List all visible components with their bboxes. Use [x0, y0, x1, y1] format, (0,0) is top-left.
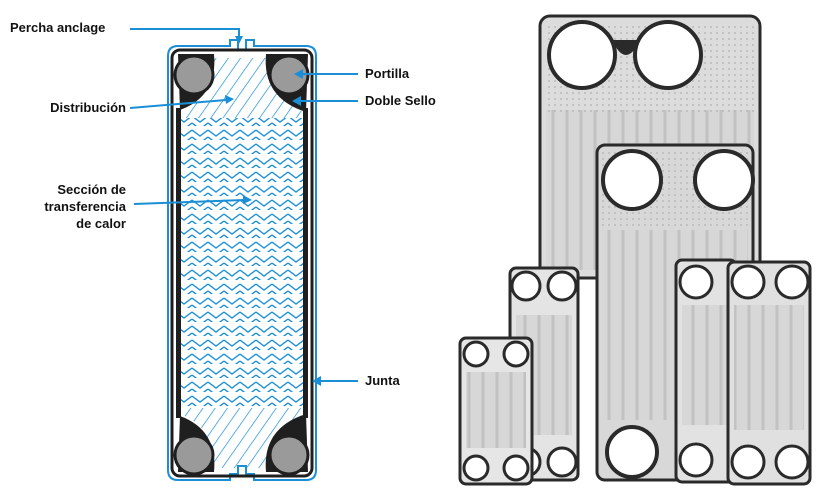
label-seccion-2: transferencia — [44, 199, 126, 214]
gasket-left — [176, 108, 181, 418]
plate-diagram — [167, 39, 317, 481]
arrow-percha — [130, 28, 240, 38]
arrow-distribucion — [129, 99, 227, 109]
label-distribucion: Distribución — [50, 100, 126, 115]
label-percha-anclage: Percha anclage — [10, 20, 106, 35]
plate-outline — [167, 39, 317, 481]
plate-narrow-2 — [726, 260, 812, 486]
label-doble-sello: Doble Sello — [365, 93, 436, 108]
port-bottom-right — [268, 434, 310, 476]
label-seccion-3: de calor — [76, 216, 126, 231]
label-seccion-1: Sección de — [57, 182, 126, 197]
plates-photo — [458, 14, 812, 486]
plate-narrow-1 — [674, 258, 738, 484]
heat-transfer-section — [180, 118, 304, 408]
callout-arrows — [129, 28, 358, 386]
arrow-seccion — [133, 199, 245, 205]
label-junta: Junta — [365, 373, 400, 388]
port-top-left — [173, 54, 215, 96]
gasket-right — [303, 108, 308, 418]
port-bottom-left — [173, 434, 215, 476]
plate-frame — [170, 48, 314, 478]
label-portilla: Portilla — [365, 66, 410, 81]
plate-small-2 — [458, 336, 534, 486]
